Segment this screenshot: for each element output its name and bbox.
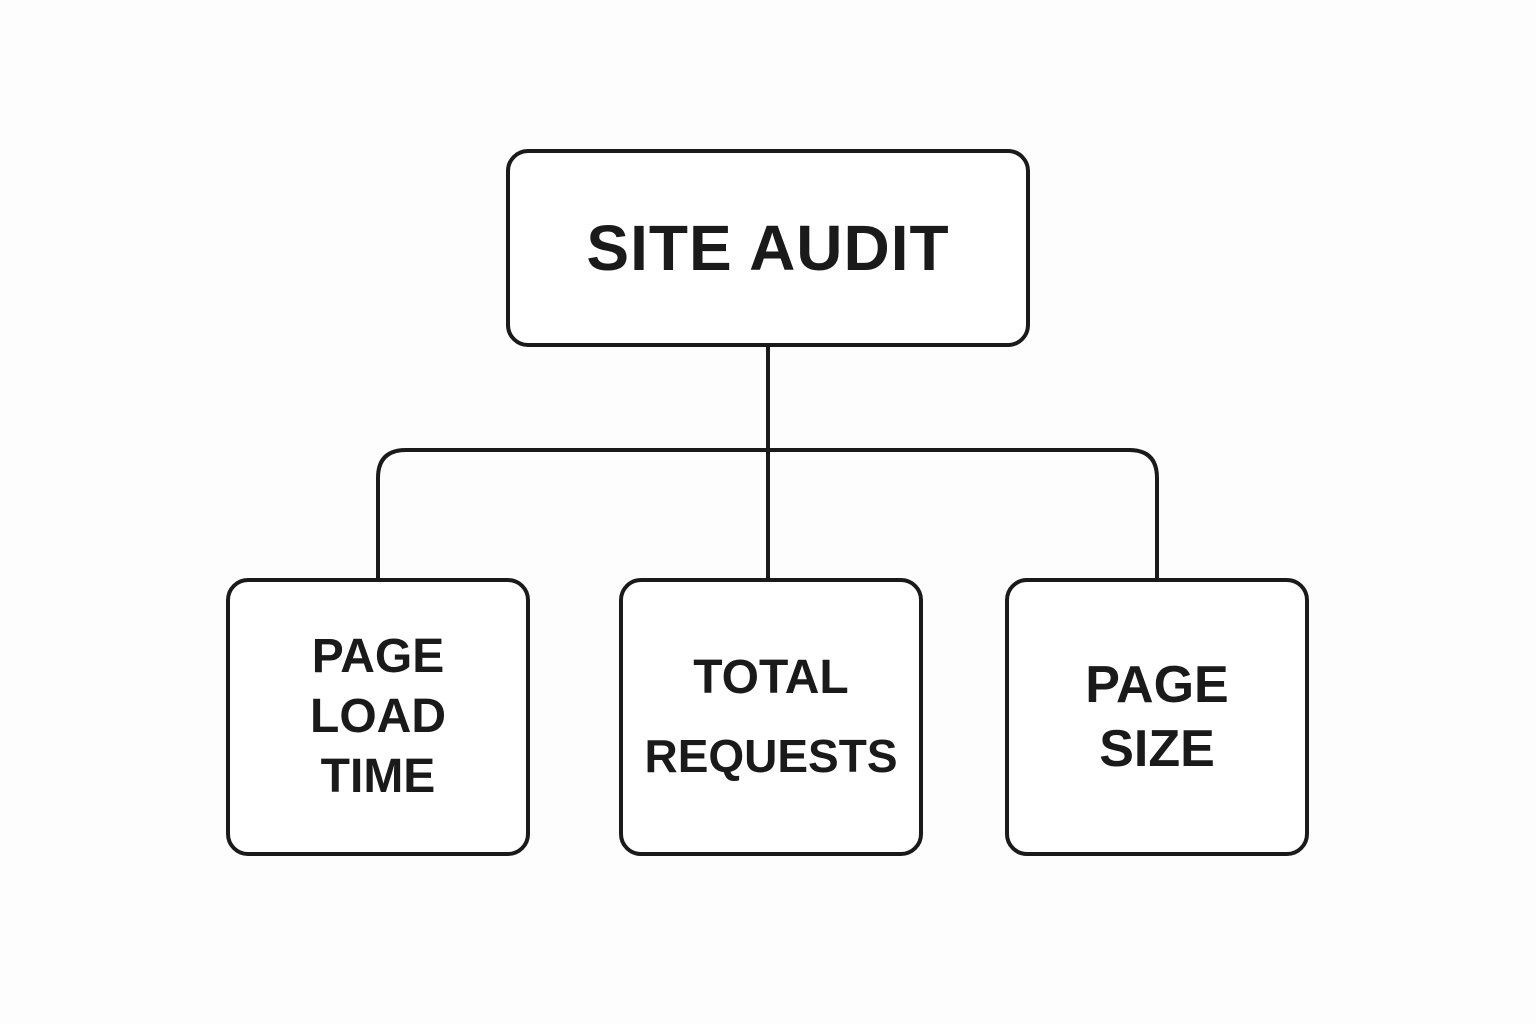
child-node-label: TOTAL REQUESTS [644,648,897,786]
label-line: TIME [320,750,436,803]
child-node-total-requests: TOTAL REQUESTS [619,578,923,856]
child-node-page-size: PAGE SIZE [1005,578,1309,856]
label-line: PAGE [1085,656,1229,714]
label-line: TOTAL [693,651,849,704]
label-line: REQUESTS [644,730,898,782]
label-line: PAGE [311,630,445,683]
root-node-label: SITE AUDIT [586,212,950,284]
label-line: LOAD [310,690,446,743]
child-node-label: PAGE LOAD TIME [310,627,446,807]
child-node-label: PAGE SIZE [1085,653,1229,781]
root-node-site-audit: SITE AUDIT [506,149,1030,347]
label-line: SIZE [1099,720,1215,778]
child-node-page-load-time: PAGE LOAD TIME [226,578,530,856]
